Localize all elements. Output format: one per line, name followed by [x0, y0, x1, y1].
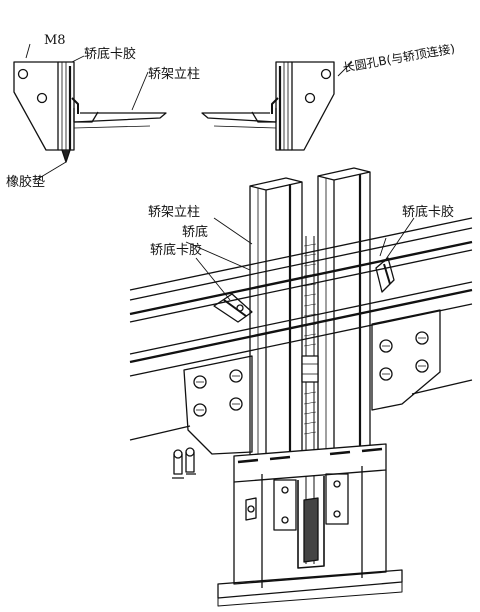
m8-bolt-hole-left	[17, 68, 29, 80]
main-assembly	[129, 167, 473, 607]
label-car-bottom: 轿底	[182, 225, 209, 240]
label-rubber-pad: 橡胶垫	[6, 175, 46, 190]
label-car-bottom-clip-left: 轿底卡胶	[150, 243, 203, 258]
label-car-frame-upright-detail: 轿架立柱	[148, 67, 201, 82]
detail-left-upright-clip	[13, 43, 167, 181]
label-car-bottom-clip-right: 轿底卡胶	[402, 205, 455, 220]
label-m8: M8	[44, 33, 66, 48]
label-car-bottom-clip-detail: 轿底卡胶	[84, 47, 137, 62]
detail-right-upright-clip	[201, 61, 353, 151]
label-car-frame-upright: 轿架立柱	[148, 205, 201, 220]
